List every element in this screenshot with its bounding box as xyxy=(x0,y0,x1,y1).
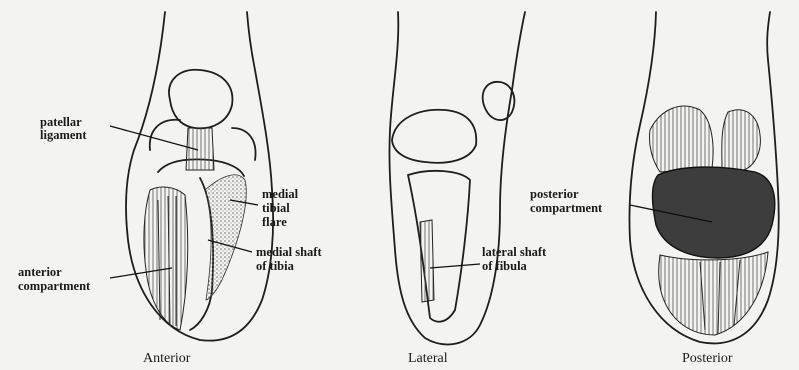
lateral-fibula-shaft xyxy=(420,220,434,302)
lateral-panel: lateral shaft of fibula Lateral xyxy=(389,12,549,366)
caption-posterior: Posterior xyxy=(682,351,733,366)
label-posterior-compartment-l2: compartment xyxy=(530,201,603,215)
label-medial-shaft-tibia-l2: of tibia xyxy=(256,259,295,273)
anterior-compartment-muscle xyxy=(144,187,188,330)
label-medial-tibial-flare: medial tibial flare xyxy=(262,187,301,229)
label-medial-tibial-flare-l3: flare xyxy=(262,215,287,229)
anterior-leg-outline xyxy=(126,12,273,341)
label-anterior-compartment-l1: anterior xyxy=(18,265,62,279)
label-patellar-ligament-l1: patellar xyxy=(40,115,82,129)
posterior-upper-muscles xyxy=(649,106,713,172)
label-anterior-compartment: anterior compartment xyxy=(18,265,91,293)
caption-anterior: Anterior xyxy=(143,351,191,366)
posterior-panel: posterior compartment Posterior xyxy=(530,12,779,366)
posterior-lower-calf xyxy=(659,252,768,335)
label-posterior-compartment-l1: posterior xyxy=(530,187,579,201)
posterior-upper-muscles-right xyxy=(722,110,761,170)
label-lateral-shaft-fibula-l2: of fibula xyxy=(482,259,528,273)
label-patellar-ligament-l2: ligament xyxy=(40,128,87,142)
anterior-patellar-ligament xyxy=(186,128,214,170)
label-medial-shaft-tibia: medial shaft of tibia xyxy=(256,245,325,273)
label-patellar-ligament: patellar ligament xyxy=(40,115,87,142)
lateral-femur-condyle xyxy=(392,110,476,163)
posterior-compartment-mass xyxy=(653,167,775,258)
caption-lateral: Lateral xyxy=(408,351,448,366)
label-lateral-shaft-fibula-l1: lateral shaft xyxy=(482,245,547,259)
label-lateral-shaft-fibula: lateral shaft of fibula xyxy=(482,245,549,273)
label-medial-tibial-flare-l1: medial xyxy=(262,187,299,201)
label-medial-shaft-tibia-l1: medial shaft xyxy=(256,245,322,259)
label-anterior-compartment-l2: compartment xyxy=(18,279,91,293)
lateral-tibia xyxy=(408,171,470,322)
label-medial-tibial-flare-l2: tibial xyxy=(262,201,290,215)
label-posterior-compartment: posterior compartment xyxy=(530,187,603,215)
anterior-medial-flare-shading xyxy=(205,175,246,300)
leader-lateral-shaft-fibula xyxy=(430,264,480,268)
anterior-panel: patellar ligament medial tibial flare an… xyxy=(18,12,325,366)
